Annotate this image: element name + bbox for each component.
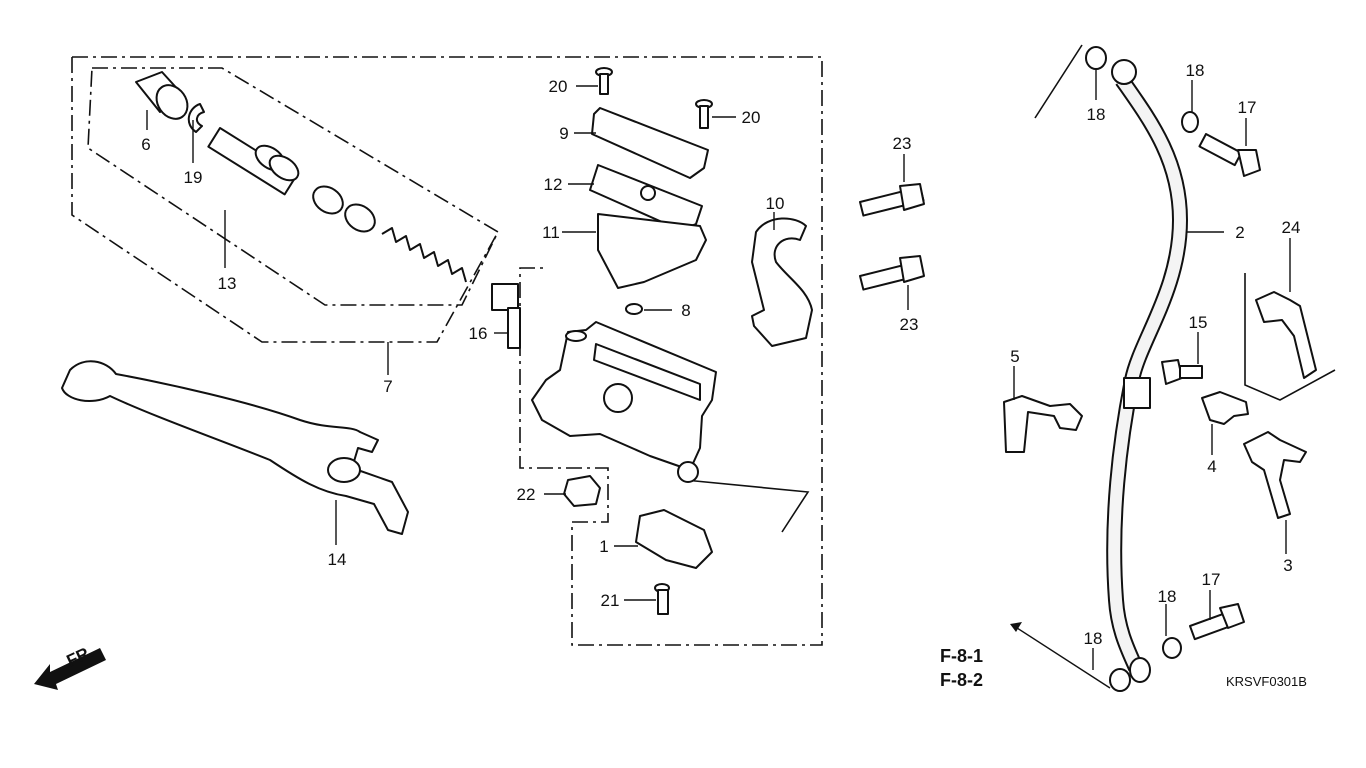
callout-18-c: 18: [1158, 587, 1177, 606]
callout-17-b: 17: [1202, 570, 1221, 589]
bolt-part-23b: [859, 255, 925, 291]
pivot-bolt-part-16: [491, 283, 521, 349]
float-part-8: [625, 303, 643, 315]
holder-part-10: [751, 217, 813, 347]
callout-1: 1: [599, 537, 608, 556]
callout-18-b: 18: [1186, 61, 1205, 80]
callout-9: 9: [559, 124, 568, 143]
bolt-part-15: [1161, 359, 1203, 385]
front-direction-arrow-icon: FR.: [34, 642, 106, 690]
callout-20-b: 20: [742, 108, 761, 127]
callout-21: 21: [601, 591, 620, 610]
callout-23-b: 23: [900, 315, 919, 334]
callout-13: 13: [218, 274, 237, 293]
callout-numbers: 6 19 13 7 14 20 20 9 12 11 8 10 16 22 1 …: [141, 61, 1300, 648]
stop-switch-part-1: [635, 509, 713, 569]
brake-lever-part-14: [61, 360, 409, 535]
clip-part-4: [1201, 391, 1249, 425]
clamp-part-5: [1003, 395, 1083, 453]
callout-18-d: 18: [1084, 629, 1103, 648]
callout-6: 6: [141, 135, 150, 154]
lever-pivot-hole: [327, 457, 361, 483]
bolt-part-17b: [1189, 603, 1245, 641]
spring-part: [381, 227, 467, 283]
leader-lines: [146, 68, 1291, 689]
callout-23-a: 23: [893, 134, 912, 153]
reference-f-8-2[interactable]: F-8-2: [940, 670, 983, 690]
screw-part-20b: [695, 99, 713, 129]
callout-5: 5: [1010, 347, 1019, 366]
washer-part-18a: [1085, 46, 1107, 70]
washer-part-18d: [1109, 668, 1131, 692]
brake-hose-part-2: [1106, 59, 1188, 683]
circlip-part-19: [187, 103, 205, 133]
callout-20-a: 20: [549, 77, 568, 96]
callout-16: 16: [469, 324, 488, 343]
callout-17-a: 17: [1238, 98, 1257, 117]
callout-15: 15: [1189, 313, 1208, 332]
reference-arrowhead: [1010, 622, 1022, 632]
callout-2: 2: [1235, 223, 1244, 242]
group-outlines: [71, 44, 1336, 646]
washer-part-18b: [1181, 111, 1199, 133]
callout-7: 7: [383, 377, 392, 396]
callout-24: 24: [1282, 218, 1301, 237]
reference-f-8-1[interactable]: F-8-1: [940, 646, 983, 666]
diagram-code: KRSVF0301B: [1226, 674, 1307, 689]
callout-14: 14: [328, 550, 347, 569]
master-cylinder-body: [531, 321, 717, 483]
bolt-part-23a: [859, 183, 925, 217]
bracket-part-3: [1243, 431, 1307, 519]
bolt-part-17a: [1198, 133, 1261, 177]
boot-part-6: [135, 71, 189, 120]
reservoir-cap-part-9: [591, 107, 709, 179]
callout-22: 22: [517, 485, 536, 504]
callout-12: 12: [544, 175, 563, 194]
callout-8: 8: [681, 301, 690, 320]
callout-4: 4: [1207, 457, 1216, 476]
screw-part-21: [654, 583, 670, 615]
nut-part-22: [563, 475, 601, 507]
callout-3: 3: [1283, 556, 1292, 575]
callout-19: 19: [184, 168, 203, 187]
screw-part-20a: [595, 67, 613, 95]
callout-10: 10: [766, 194, 785, 213]
bracket-part-24: [1255, 291, 1317, 379]
diaphragm-part-11: [597, 213, 707, 289]
piston-part: [207, 127, 376, 233]
washer-part-18c: [1162, 637, 1182, 659]
callout-11: 11: [542, 223, 560, 242]
callout-18-a: 18: [1087, 105, 1106, 124]
